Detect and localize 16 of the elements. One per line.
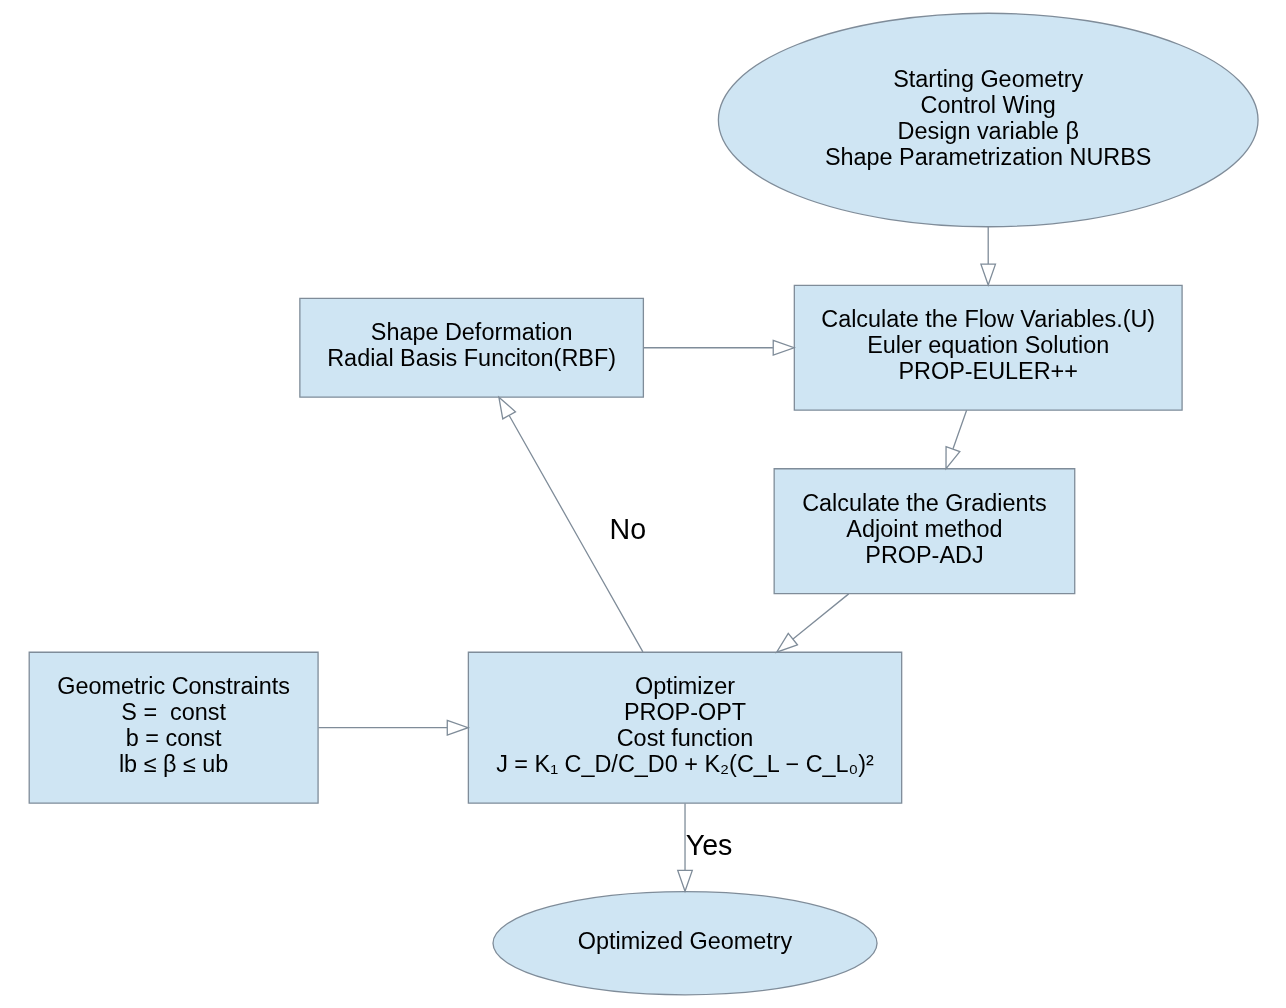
- arrow: [497, 395, 644, 653]
- node-ellipse: Starting Geometry Control Wing Design variable β Shape Parametrization NURBS: [717, 12, 1259, 228]
- node-ellipse: Optimized Geometry: [491, 890, 878, 996]
- node-box: Shape Deformation Radial Basis Funciton(RBF): [298, 297, 644, 398]
- arrow: [979, 226, 996, 287]
- edge-label: No: [608, 512, 646, 545]
- arrow: [676, 802, 693, 894]
- arrow: [317, 719, 470, 736]
- node-box: Calculate the Flow Variables.(U) Euler equation Solution PROP-EULER++: [793, 284, 1183, 411]
- arrow: [642, 339, 796, 356]
- node-box: Optimizer PROP-OPT Cost function J = K₁ C_D/C_D0 + K₂(C_L − C_L₀)²: [467, 651, 902, 804]
- arrow: [944, 409, 967, 471]
- node-box: Calculate the Gradients Adjoint method PROP-ADJ: [773, 468, 1075, 595]
- edge-label: Yes: [685, 828, 732, 861]
- arrow: [774, 593, 849, 654]
- node-box: Geometric Constraints S = const b = const lb ≤ β ≤ ub: [28, 651, 319, 804]
